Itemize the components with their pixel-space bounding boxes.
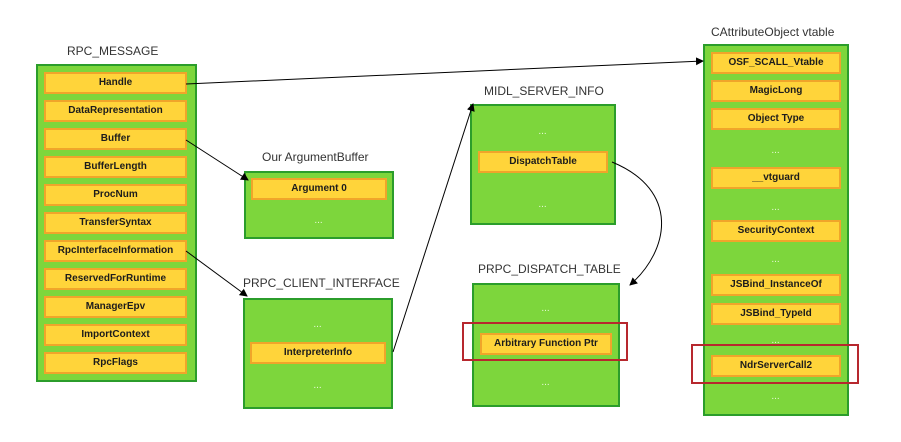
ellipsis: ... <box>538 126 547 137</box>
ellipsis: ... <box>771 202 780 213</box>
rpc-message-field: Handle <box>44 72 187 94</box>
ellipsis: ... <box>538 199 547 210</box>
ellipsis: ... <box>541 377 550 388</box>
arrow-dispatchtable-to-dispatch <box>611 161 662 286</box>
ellipsis: ... <box>771 335 780 346</box>
function-ptr-highlight <box>462 322 628 361</box>
dispatch-table-title: PRPC_DISPATCH_TABLE <box>478 262 621 276</box>
osf-scall-vtable-field: OSF_SCALL_Vtable <box>711 52 841 74</box>
midl-server-info-struct: ... DispatchTable ... <box>470 104 616 225</box>
client-interface-title: PRPC_CLIENT_INTERFACE <box>243 276 400 290</box>
jsbind-typeid-field: JSBind_TypeId <box>711 303 841 325</box>
rpc-message-field: TransferSyntax <box>44 212 187 234</box>
ellipsis: ... <box>314 215 323 226</box>
argument-buffer-title: Our ArgumentBuffer <box>262 150 369 164</box>
dispatch-table-struct: ... Arbitrary Function Ptr ... <box>472 283 620 407</box>
jsbind-instanceof-field: JSBind_InstanceOf <box>711 274 841 296</box>
rpc-message-field: Buffer <box>44 128 187 150</box>
rpc-message-field: ProcNum <box>44 184 187 206</box>
vtguard-field: __vtguard <box>711 167 841 189</box>
arbitrary-function-ptr-field: Arbitrary Function Ptr <box>480 333 612 355</box>
ellipsis: ... <box>313 319 322 330</box>
argument-0-field: Argument 0 <box>251 178 387 200</box>
rpc-message-field: ReservedForRuntime <box>44 268 187 290</box>
arrow-buffer-to-argument <box>185 139 249 181</box>
argument-buffer-struct: Argument 0 ... <box>244 171 394 239</box>
ndr-server-call2-field: NdrServerCall2 <box>711 355 841 377</box>
arrow-interpreterinfo-to-midl <box>392 103 475 353</box>
rpc-message-title: RPC_MESSAGE <box>67 44 159 58</box>
rpc-message-field: DataRepresentation <box>44 100 187 122</box>
vtable-struct: OSF_SCALL_Vtable MagicLong Object Type .… <box>703 44 849 416</box>
rpc-message-field: ImportContext <box>44 324 187 346</box>
ndr-server-call2-highlight <box>691 344 859 384</box>
ellipsis: ... <box>771 145 780 156</box>
ellipsis: ... <box>771 254 780 265</box>
object-type-field: Object Type <box>711 108 841 130</box>
client-interface-struct: ... InterpreterInfo ... <box>243 298 393 409</box>
ellipsis: ... <box>541 303 550 314</box>
rpc-message-field: RpcFlags <box>44 352 187 374</box>
security-context-field: SecurityContext <box>711 220 841 242</box>
rpc-message-struct: Handle DataRepresentation Buffer BufferL… <box>36 64 197 382</box>
arrow-rpcinterface-to-client <box>185 250 248 297</box>
dispatch-table-field: DispatchTable <box>478 151 608 173</box>
rpc-message-field: ManagerEpv <box>44 296 187 318</box>
ellipsis: ... <box>313 380 322 391</box>
midl-server-info-title: MIDL_SERVER_INFO <box>484 84 604 98</box>
ellipsis: ... <box>771 391 780 402</box>
rpc-message-field: RpcInterfaceInformation <box>44 240 187 262</box>
arrow-handle-to-vtable <box>185 57 704 85</box>
interpreter-info-field: InterpreterInfo <box>250 342 386 364</box>
vtable-title: CAttributeObject vtable <box>711 25 835 39</box>
rpc-message-field: BufferLength <box>44 156 187 178</box>
magic-long-field: MagicLong <box>711 80 841 102</box>
